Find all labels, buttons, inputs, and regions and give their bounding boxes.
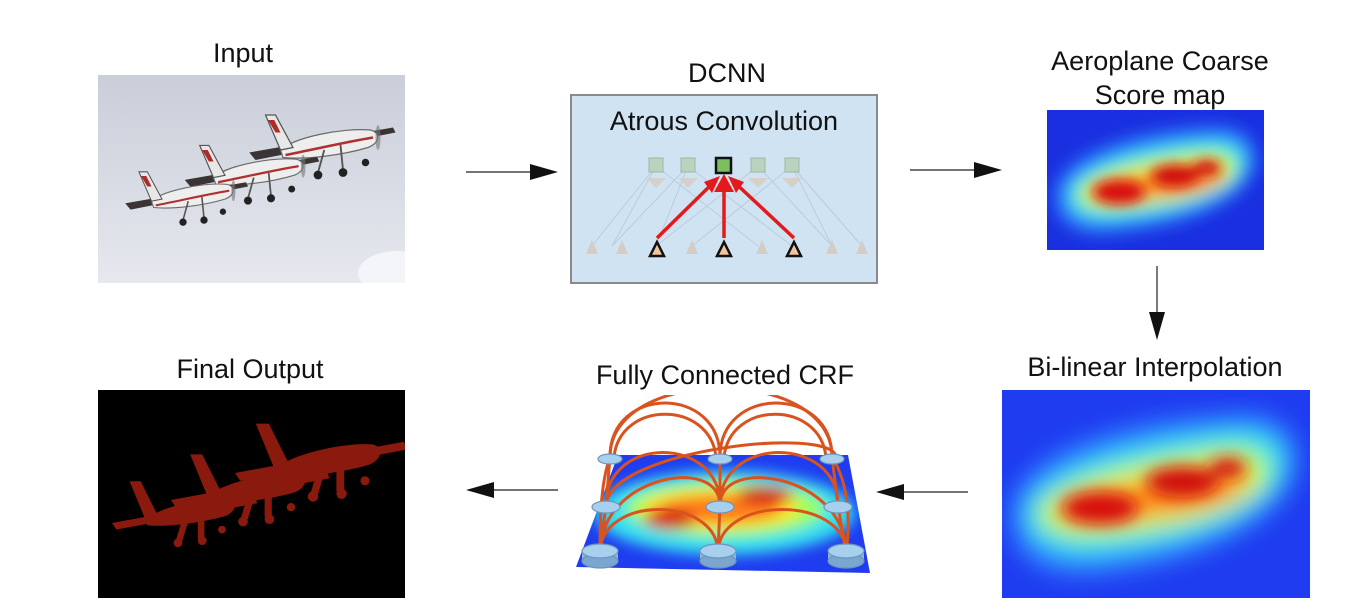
coarse-title-line2: Score map xyxy=(1094,80,1226,110)
input-title: Input xyxy=(212,38,274,68)
atrous-convolution-title: Atrous Convolution xyxy=(609,106,839,136)
crf-title: Fully Connected CRF xyxy=(595,360,855,390)
heatmap-icon xyxy=(1002,390,1310,598)
coarse-title-line1: Aeroplane Coarse xyxy=(1051,46,1269,76)
final-output-image xyxy=(98,390,405,598)
dcnn-box: Atrous Convolution xyxy=(570,94,878,284)
crf-graph-icon xyxy=(576,395,870,573)
flow-arrow-icon xyxy=(876,484,968,500)
bilinear-title: Bi-linear Interpolation xyxy=(1027,352,1283,382)
crf-graph xyxy=(570,395,880,580)
coarse-score-map xyxy=(1047,110,1264,250)
bilinear-interpolation-map xyxy=(1002,390,1310,598)
flow-arrow-icon xyxy=(1149,266,1165,340)
atrous-kernel-icon xyxy=(586,156,868,258)
input-image xyxy=(98,75,405,283)
heatmap-icon xyxy=(1047,110,1264,250)
dcnn-title: DCNN xyxy=(688,58,766,88)
flow-arrow-icon xyxy=(910,162,1002,178)
flow-arrow-icon xyxy=(466,164,558,180)
flow-arrow-icon xyxy=(466,482,558,498)
final-title: Final Output xyxy=(176,354,324,384)
